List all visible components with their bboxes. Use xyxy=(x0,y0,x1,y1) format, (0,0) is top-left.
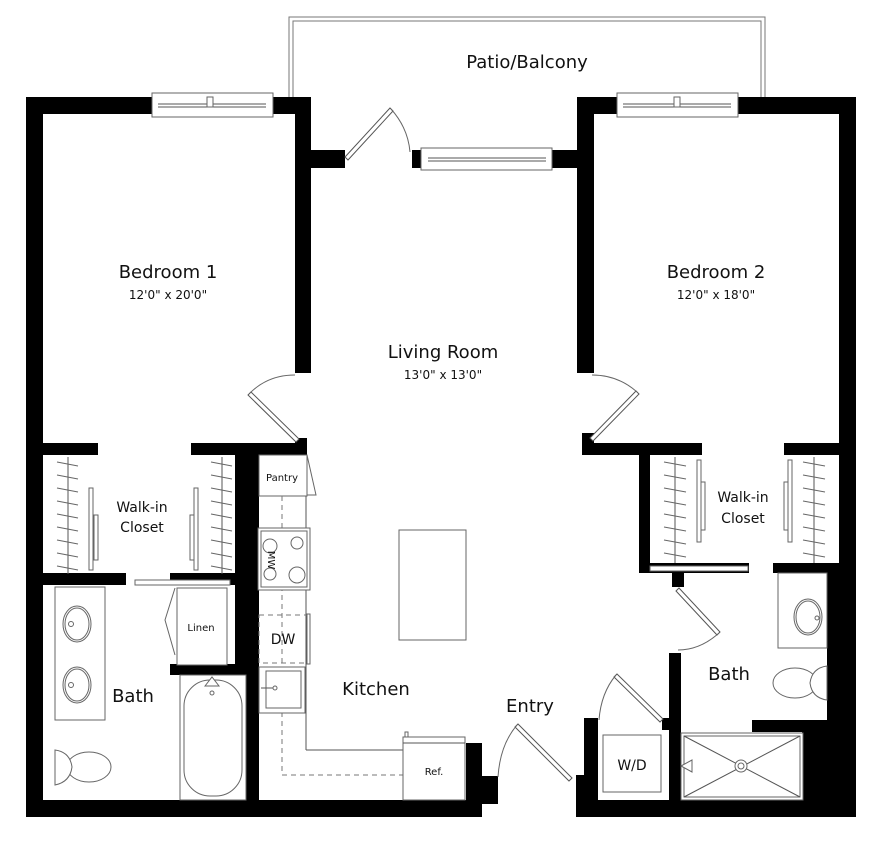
refrigerator-label: Ref. xyxy=(425,767,444,778)
closet1-label-line2: Closet xyxy=(120,520,164,536)
room-labels: Patio/Balcony Bedroom 1 12'0" x 20'0" Be… xyxy=(112,52,769,778)
closet2-label-line1: Walk-in xyxy=(717,490,768,506)
closet2-shelving xyxy=(649,457,826,572)
bath1-fixtures xyxy=(54,586,247,801)
living-room-label: Living Room xyxy=(388,342,499,363)
doors xyxy=(164,107,721,782)
pantry-label: Pantry xyxy=(266,473,298,484)
kitchen-label: Kitchen xyxy=(342,679,410,700)
bath2-label: Bath xyxy=(708,664,750,685)
dishwasher-label: DW xyxy=(271,632,296,648)
bedroom1-label: Bedroom 1 xyxy=(119,262,218,283)
windows xyxy=(151,92,739,171)
entry-label: Entry xyxy=(506,696,554,717)
linen-label: Linen xyxy=(187,623,214,634)
bedroom2-dims: 12'0" x 18'0" xyxy=(677,288,755,302)
closet1-shelving xyxy=(56,457,233,586)
kitchen-island xyxy=(398,529,467,641)
bath1-label: Bath xyxy=(112,686,154,707)
closet1-label-line1: Walk-in xyxy=(116,500,167,516)
washer-dryer-label: W/D xyxy=(617,758,646,774)
closet2-label-line2: Closet xyxy=(721,511,765,527)
bedroom2-label: Bedroom 2 xyxy=(667,262,766,283)
living-room-dims: 13'0" x 13'0" xyxy=(404,368,482,382)
bath2-fixtures xyxy=(602,572,828,801)
kitchen-fixtures xyxy=(257,454,467,801)
bedroom1-dims: 12'0" x 20'0" xyxy=(129,288,207,302)
walls xyxy=(26,97,856,817)
patio-label: Patio/Balcony xyxy=(466,52,588,73)
microwave-label: MW xyxy=(265,551,276,570)
patio-outline xyxy=(288,16,766,97)
